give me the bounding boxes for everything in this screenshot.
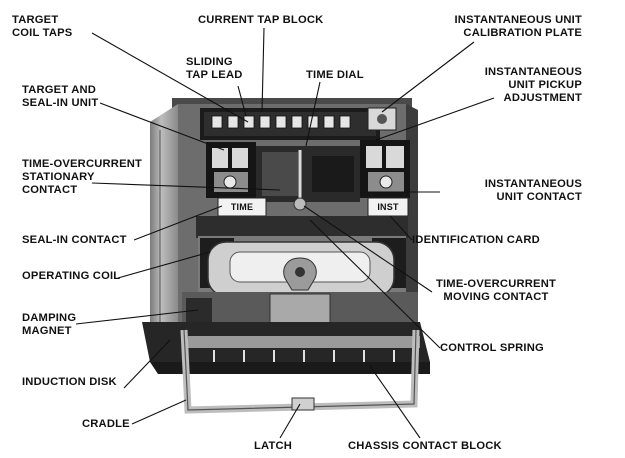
label-time-overcurrent-stationary-contact: TIME-OVERCURRENT STATIONARY CONTACT [22, 158, 142, 197]
label-moving-line2: MOVING CONTACT [443, 291, 549, 303]
label-calibration-line2: CALIBRATION PLATE [463, 27, 582, 39]
label-damping-line1: DAMPING [22, 312, 77, 324]
label-chassis-contact-block: CHASSIS CONTACT BLOCK [348, 440, 502, 452]
label-calibration-line1: INSTANTANEOUS UNIT [454, 14, 582, 26]
label-damping-magnet: DAMPING MAGNET [22, 312, 76, 338]
label-instantaneous-unit-contact: INSTANTANEOUS UNIT CONTACT [426, 178, 582, 204]
label-stationary-line1: TIME-OVERCURRENT [22, 158, 143, 170]
label-target-coil-taps-line2: COIL TAPS [12, 27, 73, 39]
instantaneous-unit [360, 140, 410, 198]
chassis-contact-block [142, 322, 430, 374]
time-dial-mechanism [256, 146, 360, 211]
nameplate-time: TIME [230, 202, 254, 212]
label-target-coil-taps: TARGET COIL TAPS [12, 14, 72, 40]
cradle [180, 329, 420, 414]
label-moving-line1: TIME-OVERCURRENT [435, 278, 557, 290]
label-inst-contact-line1: INSTANTANEOUS [484, 178, 582, 190]
nameplate-inst: INST [377, 202, 399, 212]
label-pickup-line2: UNIT PICKUP [508, 79, 582, 91]
label-sliding-tap-lead: SLIDING TAP LEAD [186, 56, 243, 82]
label-stationary-line2: STATIONARY [22, 171, 95, 183]
label-latch: LATCH [254, 440, 293, 452]
label-sliding-tap-lead-line2: TAP LEAD [186, 69, 243, 81]
label-pickup-line3: ADJUSTMENT [503, 92, 582, 104]
label-sliding-tap-lead-line1: SLIDING [186, 56, 233, 68]
label-damping-line2: MAGNET [22, 325, 72, 337]
label-target-and-seal-in-unit: TARGET AND SEAL-IN UNIT [22, 84, 98, 110]
label-operating-coil: OPERATING COIL [22, 270, 121, 282]
label-induction-disk: INDUCTION DISK [22, 376, 117, 388]
label-cradle: CRADLE [82, 418, 130, 430]
label-instantaneous-unit-pickup-adjustment: INSTANTANEOUS UNIT PICKUP ADJUSTMENT [426, 66, 582, 105]
label-control-spring: CONTROL SPRING [440, 342, 544, 354]
label-seal-in-contact: SEAL-IN CONTACT [22, 234, 127, 246]
operating-coil-frame [196, 216, 408, 297]
current-tap-block [200, 107, 397, 140]
label-pickup-line1: INSTANTANEOUS [484, 66, 582, 78]
label-target-seal-in-line1: TARGET AND [22, 84, 97, 96]
label-identification-card: IDENTIFICATION CARD [412, 234, 540, 246]
label-target-seal-in-line2: SEAL-IN UNIT [22, 97, 99, 109]
label-stationary-line3: CONTACT [22, 184, 78, 196]
label-instantaneous-unit-calibration-plate: INSTANTANEOUS UNIT CALIBRATION PLATE [386, 14, 582, 40]
label-current-tap-block: CURRENT TAP BLOCK [198, 14, 324, 26]
label-time-dial: TIME DIAL [306, 69, 364, 81]
label-inst-contact-line2: UNIT CONTACT [496, 191, 582, 203]
target-seal-in-unit [206, 142, 256, 198]
label-time-overcurrent-moving-contact: TIME-OVERCURRENT MOVING CONTACT [426, 278, 566, 304]
leader-lines [75, 27, 495, 439]
label-target-coil-taps-line1: TARGET [12, 14, 59, 26]
